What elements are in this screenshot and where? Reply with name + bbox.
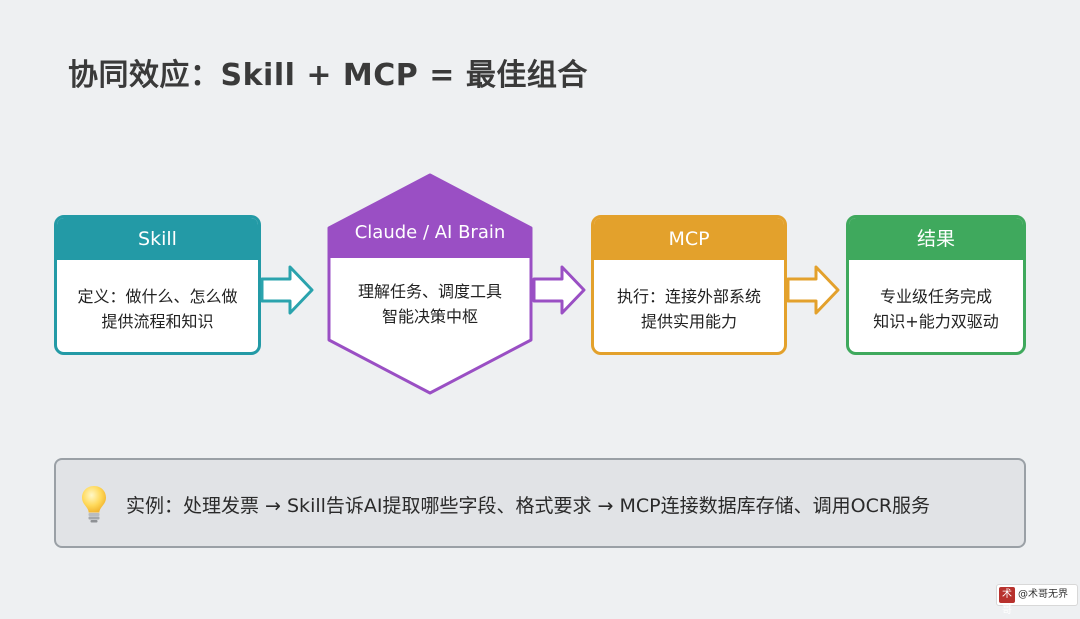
skill-node-body: 定义：做什么、怎么做 提供流程和知识 [57,260,258,334]
page-title: 协同效应：Skill + MCP = 最佳组合 [68,58,588,93]
hexagon-shape [327,173,533,395]
claude-node-header: Claude / AI Brain [354,222,506,243]
mcp-node-line-1: 执行：连接外部系统 [616,287,761,306]
result-node-line-1: 专业级任务完成 [879,287,992,306]
mcp-node-line-2: 提供实用能力 [640,312,737,331]
watermark: 术哥 @术哥无界 [996,584,1078,616]
claude-node: Claude / AI Brain 理解任务、调度工具 智能决策中枢 [326,172,534,396]
result-node: 结果 专业级任务完成 知识+能力双驱动 [846,215,1026,355]
claude-node-body: 理解任务、调度工具 智能决策中枢 [326,279,534,329]
watermark-text: @术哥无界 [1018,589,1068,600]
example-text: 实例：处理发票 → Skill告诉AI提取哪些字段、格式要求 → MCP连接数据… [126,495,931,517]
result-node-line-2: 知识+能力双驱动 [873,312,999,331]
skill-node-line-1: 定义：做什么、怎么做 [77,287,238,306]
arrow-icon [260,265,314,315]
skill-node-header: Skill [57,218,258,260]
mcp-node: MCP 执行：连接外部系统 提供实用能力 [591,215,787,355]
mcp-node-header: MCP [594,218,784,260]
skill-node-line-2: 提供流程和知识 [101,312,214,331]
lightbulb-icon [82,486,106,523]
mcp-node-body: 执行：连接外部系统 提供实用能力 [594,260,784,334]
claude-node-line-2: 智能决策中枢 [381,307,478,326]
watermark-seal-icon: 术哥 [999,587,1015,616]
claude-node-line-1: 理解任务、调度工具 [357,282,502,301]
example-panel: 实例：处理发票 → Skill告诉AI提取哪些字段、格式要求 → MCP连接数据… [54,458,1026,548]
arrow-icon [532,265,586,315]
skill-node: Skill 定义：做什么、怎么做 提供流程和知识 [54,215,261,355]
result-node-header: 结果 [849,218,1023,260]
arrow-icon [786,265,840,315]
result-node-body: 专业级任务完成 知识+能力双驱动 [849,260,1023,334]
